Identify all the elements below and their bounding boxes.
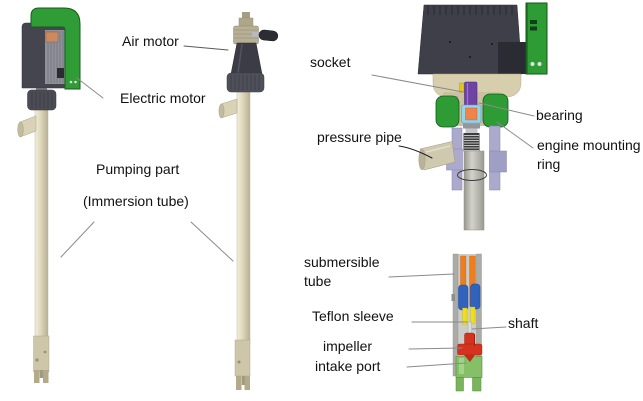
engine-mounting-ring-shape bbox=[482, 93, 509, 128]
cutaway-handle-green-shape bbox=[525, 2, 548, 75]
label-immersion-tube: (Immersion tube) bbox=[83, 193, 189, 209]
lower-cutaway-illustration bbox=[451, 253, 483, 392]
leader-lines bbox=[60, 45, 535, 368]
impeller-shape bbox=[457, 343, 483, 356]
label-electric-motor: Electric motor bbox=[120, 90, 206, 106]
sleeve-blue-shape bbox=[458, 284, 469, 311]
leader-pumping-part-left bbox=[60, 221, 95, 258]
leader-submersible-tube bbox=[388, 273, 455, 278]
leader-socket bbox=[371, 74, 464, 93]
leader-pumping-part-right bbox=[190, 221, 234, 262]
teflon-sleeve-shape bbox=[470, 306, 476, 324]
intake-foot-left-shape bbox=[33, 335, 50, 373]
motor-switch-shape bbox=[45, 31, 59, 43]
teflon-sleeve-shape bbox=[462, 307, 468, 325]
intake-foot-right-shape bbox=[234, 339, 251, 377]
section-ellipse bbox=[457, 169, 487, 181]
air-valve-handle-shape bbox=[258, 29, 279, 42]
collar-nut-right-shape bbox=[226, 72, 265, 93]
collar-nut-left-shape bbox=[27, 89, 57, 111]
leader-pressure-pipe bbox=[398, 145, 433, 159]
leader-bearing bbox=[478, 102, 535, 117]
socket-shape bbox=[464, 81, 478, 107]
upper-cutaway-illustration bbox=[417, 2, 548, 231]
leader-intake-port bbox=[406, 362, 467, 368]
label-bearing: bearing bbox=[536, 107, 583, 123]
label-intake-port: intake port bbox=[315, 358, 381, 374]
label-pressure-pipe: pressure pipe bbox=[317, 129, 402, 145]
leader-impeller bbox=[408, 347, 463, 350]
cutaway-tube-shape bbox=[463, 150, 485, 231]
air-motor-body-shape bbox=[230, 42, 263, 75]
label-air-motor: Air motor bbox=[122, 33, 179, 49]
engine-mounting-ring-shape bbox=[435, 95, 460, 128]
label-socket: socket bbox=[310, 54, 351, 70]
label-shaft: shaft bbox=[508, 315, 539, 331]
air-pump-illustration bbox=[218, 12, 279, 390]
label-teflon-sleeve: Teflon sleeve bbox=[312, 308, 394, 324]
sleeve-blue-shape bbox=[470, 283, 481, 310]
label-pumping-part: Pumping part bbox=[96, 161, 180, 177]
shaft-shape bbox=[467, 321, 472, 335]
label-engine-mounting-ring: engine mounting ring bbox=[537, 137, 641, 172]
immersion-tube-left-shape bbox=[34, 105, 49, 343]
inner-tube-orange-shape bbox=[460, 255, 467, 289]
label-submersible-tube: submersible tube bbox=[304, 254, 380, 289]
leader-engine-mounting-ring bbox=[496, 121, 534, 149]
leader-electric-motor bbox=[76, 77, 104, 99]
label-impeller: impeller bbox=[323, 338, 373, 354]
immersion-tube-right-shape bbox=[236, 87, 251, 345]
motor-handle-green-shape bbox=[30, 7, 81, 90]
leader-shaft bbox=[471, 326, 507, 330]
electric-pump-illustration bbox=[17, 7, 81, 383]
leader-air-motor bbox=[183, 45, 229, 51]
